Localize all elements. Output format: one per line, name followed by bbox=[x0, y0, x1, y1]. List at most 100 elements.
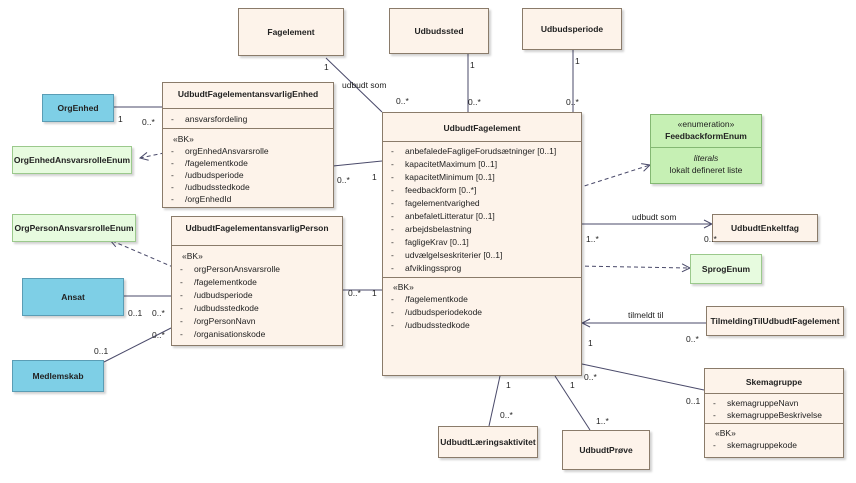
attr-row: -kapacitetMaximum [0..1] bbox=[391, 159, 498, 169]
orgenhed-rolle-enum-label: OrgEnhedAnsvarsrolleEnum bbox=[13, 155, 131, 165]
medlemskab-box[interactable]: Medlemskab bbox=[12, 360, 104, 392]
feedback-enum-literal: lokalt defineret liste bbox=[669, 165, 743, 175]
multiplicity: 1 bbox=[372, 288, 377, 298]
feedback-enum-stereotype: «enumeration» bbox=[677, 119, 735, 129]
udbudsperiode-box[interactable]: Udbudsperiode bbox=[522, 8, 622, 50]
divider bbox=[383, 141, 581, 142]
multiplicity: 1 bbox=[506, 380, 511, 390]
bk-stereotype: «BK» bbox=[173, 134, 194, 144]
feedback-enum-literals-label: literals bbox=[693, 153, 719, 163]
multiplicity: 0..* bbox=[704, 234, 717, 244]
bk-row: -/fagelementkode bbox=[180, 277, 257, 287]
dep-sprog bbox=[577, 266, 690, 268]
feedback-enum-class[interactable]: «enumeration» FeedbackformEnum literals … bbox=[650, 114, 762, 184]
attr-row: -afviklingssprog bbox=[391, 263, 462, 273]
attr-row: -skemagruppeBeskrivelse bbox=[713, 410, 822, 420]
feedback-enum-title: FeedbackformEnum bbox=[665, 131, 747, 141]
ansat-box[interactable]: Ansat bbox=[22, 278, 124, 316]
udbudssted-label: Udbudssted bbox=[414, 26, 464, 36]
multiplicity: 1 bbox=[372, 172, 377, 182]
fagelement-box[interactable]: Fagelement bbox=[238, 8, 344, 56]
multiplicity: 0..* bbox=[686, 334, 699, 344]
divider bbox=[163, 128, 333, 129]
udbudssted-box[interactable]: Udbudssted bbox=[389, 8, 489, 54]
bk-row: -/orgEnhedId bbox=[171, 194, 232, 204]
attr-row: -fagelementvarighed bbox=[391, 198, 480, 208]
multiplicity: 0..* bbox=[337, 175, 350, 185]
attr-row: -anbefaletLitteratur [0..1] bbox=[391, 211, 495, 221]
attr-row: -udvælgelseskriterier [0..1] bbox=[391, 250, 503, 260]
proeve-label: UdbudtPrøve bbox=[579, 445, 633, 455]
proeve-box[interactable]: UdbudtPrøve bbox=[562, 430, 650, 470]
medlemskab-label: Medlemskab bbox=[32, 371, 84, 381]
multiplicity: 0..1 bbox=[686, 396, 701, 406]
multiplicity: 1..* bbox=[596, 416, 609, 426]
bk-row: -/udbudsperiode bbox=[171, 170, 244, 180]
orgenhed-box[interactable]: OrgEnhed bbox=[42, 94, 114, 122]
divider bbox=[651, 147, 761, 148]
bk-row: -/udbudsstedkode bbox=[180, 303, 259, 313]
multiplicity: 0..* bbox=[468, 97, 481, 107]
multiplicity: 0..* bbox=[152, 308, 165, 318]
skemagruppe-title: Skemagruppe bbox=[745, 377, 803, 387]
bk-row: -/udbudsperiodekode bbox=[391, 307, 483, 317]
ansvarlig-person-class[interactable]: UdbudtFagelementansvarligPerson «BK» -or… bbox=[171, 216, 343, 346]
assoc-enhed-fag bbox=[332, 160, 383, 167]
sprog-enum-box[interactable]: SprogEnum bbox=[690, 254, 762, 284]
multiplicity: 1 bbox=[570, 380, 575, 390]
skemagruppe-class[interactable]: Skemagruppe -skemagruppeNavn -skemagrupp… bbox=[704, 368, 844, 458]
bk-stereotype: «BK» bbox=[182, 251, 203, 261]
ansvarlig-enhed-class[interactable]: UdbudtFagelementansvarligEnhed -ansvarsf… bbox=[162, 82, 334, 208]
divider bbox=[705, 393, 843, 394]
role-label: udbudt som bbox=[632, 212, 677, 222]
orgenhed-rolle-enum-box[interactable]: OrgEnhedAnsvarsrolleEnum bbox=[12, 146, 132, 174]
fagelement-label: Fagelement bbox=[267, 27, 315, 37]
multiplicity: 0..* bbox=[500, 410, 513, 420]
udbudt-enkeltfag-label: UdbudtEnkeltfag bbox=[731, 223, 799, 233]
attr-row: -arbejdsbelastning bbox=[391, 224, 472, 234]
assoc-medlemskab bbox=[103, 327, 172, 363]
assoc-laering bbox=[488, 375, 501, 427]
divider bbox=[172, 245, 342, 246]
bk-stereotype: «BK» bbox=[715, 428, 736, 438]
ansvarlig-enhed-title: UdbudtFagelementansvarligEnhed bbox=[177, 89, 319, 99]
attr-row: -fagligeKrav [0..1] bbox=[391, 237, 469, 247]
assoc-skemagruppe bbox=[581, 363, 705, 391]
bk-stereotype: «BK» bbox=[393, 282, 414, 292]
multiplicity: 1 bbox=[118, 114, 123, 124]
udbudt-fagelement-class[interactable]: UdbudtFagelement -anbefaledeFagligeForud… bbox=[382, 112, 582, 376]
multiplicity: 0..* bbox=[566, 97, 579, 107]
attr-row: -ansvarsfordeling bbox=[171, 114, 248, 124]
bk-row: -/udbudsstedkode bbox=[391, 320, 470, 330]
multiplicity: 0..* bbox=[152, 330, 165, 340]
bk-row: -orgEnhedAnsvarsrolle bbox=[171, 146, 269, 156]
dep-feedback bbox=[577, 165, 650, 189]
divider bbox=[163, 108, 333, 109]
multiplicity: 0..1 bbox=[128, 308, 143, 318]
bk-row: -orgPersonAnsvarsrolle bbox=[180, 264, 280, 274]
bk-row: -/orgPersonNavn bbox=[180, 316, 256, 326]
multiplicity: 1 bbox=[588, 338, 593, 348]
laeringsaktivitet-label: UdbudtLæringsaktivitet bbox=[440, 437, 536, 447]
divider bbox=[705, 423, 843, 424]
divider bbox=[383, 277, 581, 278]
attr-row: -feedbackform [0..*] bbox=[391, 185, 477, 195]
ansvarlig-person-title: UdbudtFagelementansvarligPerson bbox=[185, 223, 329, 233]
role-label: tilmeldt til bbox=[628, 310, 664, 320]
udbudt-enkeltfag-box[interactable]: UdbudtEnkeltfag bbox=[712, 214, 818, 242]
bk-row: -/fagelementkode bbox=[391, 294, 468, 304]
attr-row: -skemagruppeNavn bbox=[713, 398, 799, 408]
multiplicity: 0..1 bbox=[94, 346, 109, 356]
attr-row: -anbefaledeFagligeForudsætninger [0..1] bbox=[391, 146, 557, 156]
orgperson-rolle-enum-box[interactable]: OrgPersonAnsvarsrolleEnum bbox=[12, 214, 136, 242]
multiplicity: 1 bbox=[324, 62, 329, 72]
tilmelding-box[interactable]: TilmeldingTilUdbudtFagelement bbox=[706, 306, 844, 336]
attr-row: -kapacitetMinimum [0..1] bbox=[391, 172, 495, 182]
laeringsaktivitet-box[interactable]: UdbudtLæringsaktivitet bbox=[438, 426, 538, 458]
sprog-enum-label: SprogEnum bbox=[701, 264, 751, 274]
multiplicity: 0..* bbox=[396, 96, 409, 106]
udbudsperiode-label: Udbudsperiode bbox=[540, 24, 604, 34]
bk-row: -/fagelementkode bbox=[171, 158, 248, 168]
dep-person-rolle bbox=[110, 240, 181, 271]
